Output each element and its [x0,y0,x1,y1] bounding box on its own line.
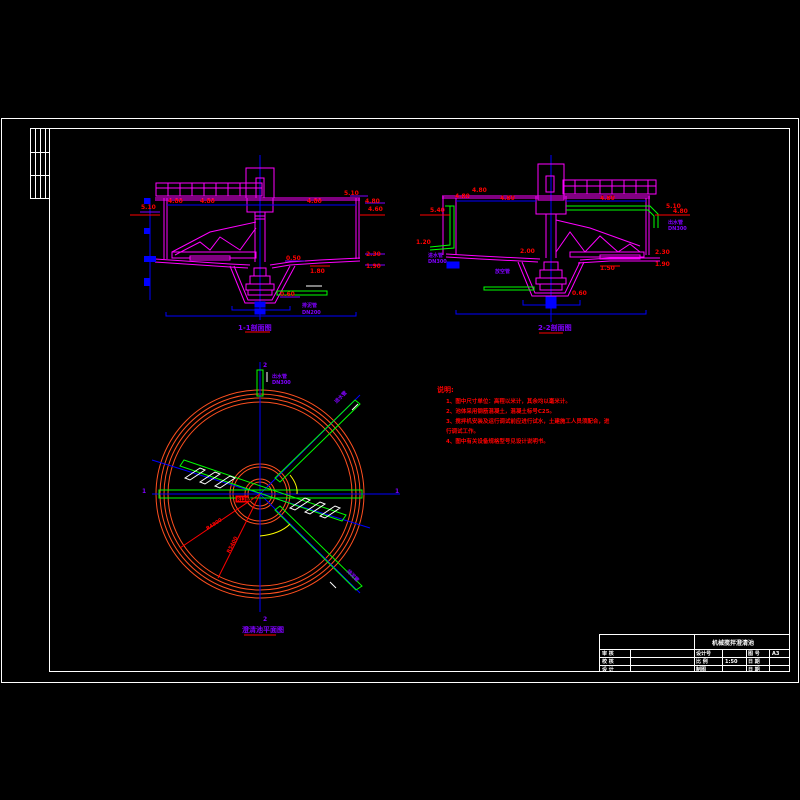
notes: 说明: 1、图中尺寸单位：高程以米计，其余均以毫米计。 2、池体采用钢筋混凝土，… [437,385,610,445]
elev-right-5: 1.90 [366,263,381,270]
project-name: 机械搅拌澄清池 [712,639,754,647]
elev-top-1: 4.80 [200,198,215,205]
s2-elev-mid-3: 0.60 [572,290,587,297]
note-3: 3、搅拌机安装及运行调试前应进行试水，土建施工人员须配合，进 [446,417,610,425]
note-4: 4、图中有关设备规格型号见设计说明书。 [446,437,549,445]
section-mark-left: 1 [142,488,146,495]
s2-elev-right-4: 1.90 [655,261,670,268]
elev-mid-2: 1.80 [310,268,325,275]
s2-elev-mid-1: 2.00 [520,248,535,255]
note-2: 2、池体采用钢筋混凝土，混凝土标号C25。 [446,407,555,415]
s2-elev-left-2: 4.80 [455,193,470,200]
elev-top-2: 4.80 [307,198,322,205]
elev-left-1: 5.10 [141,204,156,211]
inner-frame [49,128,790,672]
tb-date-label: 日 期 [748,658,760,665]
section-1-title: 1-1剖面图 [238,323,272,332]
pipe-label-2: DN200 [302,310,321,316]
plan-label-1: 出水管 [272,373,287,380]
tb-drawing-no-value: A3 [772,651,780,657]
s2-elev-right-1: 5.10 [666,203,681,210]
elev-left-2: 4.80 [168,198,183,205]
section-2-2: 5.40 4.80 1.20 4.80 4.80 4.80 5.10 4.80 … [416,155,690,334]
note-1: 1、图中尺寸单位：高程以米计，其余均以毫米计。 [446,397,571,405]
tb-design-no-label: 设计号 [696,650,711,657]
elev-right-4: 2.30 [366,251,381,258]
section-mark-bottom: 2 [263,616,267,623]
plan-view: 出水管 DN300 进水管 排泥管 R4800 R5400 R1200 2 2 … [142,362,400,636]
section-mark-right: 1 [395,488,399,495]
elev-right-3: 4.60 [368,206,383,213]
s2-elev-right-2: 4.80 [673,208,688,215]
s2-pipe-5: 放空管 [494,268,510,275]
binding-strip [30,128,50,199]
s2-pipe-1: 进水管 [428,252,443,259]
s2-pipe-2: DN300 [428,259,447,265]
elev-right-1: 5.10 [344,190,359,197]
outer-frame [1,118,799,683]
plan-label-3: 进水管 [333,389,349,405]
section-mark-top: 2 [263,362,267,369]
section-2-title: 2-2剖面图 [538,323,572,332]
tb-scale-label: 比 例 [696,658,708,665]
s2-pipe-3: 出水管 [668,219,683,226]
s2-elev-top-1: 4.80 [472,187,487,194]
tb-review-label: 审 核 [602,650,614,657]
s2-elev-top-3: 4.80 [600,195,615,202]
s2-elev-mid-2: 1.50 [600,265,615,272]
notes-heading: 说明: [437,385,454,394]
tb-designer-label: 设 计 [602,666,614,673]
elev-mid-3: 0.60 [280,291,295,298]
note-3b: 行调试工作。 [445,427,479,435]
plan-title: 澄清池平面图 [241,625,284,634]
plan-label-6: R5400 [226,535,240,554]
s2-pipe-4: DN300 [668,226,687,232]
tb-date-label-2: 日 期 [748,666,760,673]
tb-drawing-no-label: 图 号 [748,650,760,657]
title-block: 机械搅拌澄清池 审 核 设计号 图 号 A3 校 核 比 例 1:50 日 期 … [599,634,790,673]
elev-mid-1: 0.50 [286,255,301,262]
s2-elev-left-1: 5.40 [430,207,445,214]
s2-elev-right-3: 2.30 [655,249,670,256]
plan-label-7: R1200 [237,497,251,502]
tb-check-label: 校 核 [602,658,614,665]
s2-elev-top-2: 4.80 [500,195,515,202]
plan-label-5: R4800 [205,517,224,532]
tb-scale-value: 1:50 [725,659,738,665]
section-1-1: 5.10 4.80 4.80 4.80 5.10 4.80 4.60 2.30 … [130,155,385,333]
elev-right-2: 4.80 [365,198,380,205]
plan-label-2: DN300 [272,380,291,386]
s2-elev-left-3: 1.20 [416,239,431,246]
pipe-label-1: 排泥管 [302,302,317,309]
tb-drafter-label: 制图 [696,666,706,673]
